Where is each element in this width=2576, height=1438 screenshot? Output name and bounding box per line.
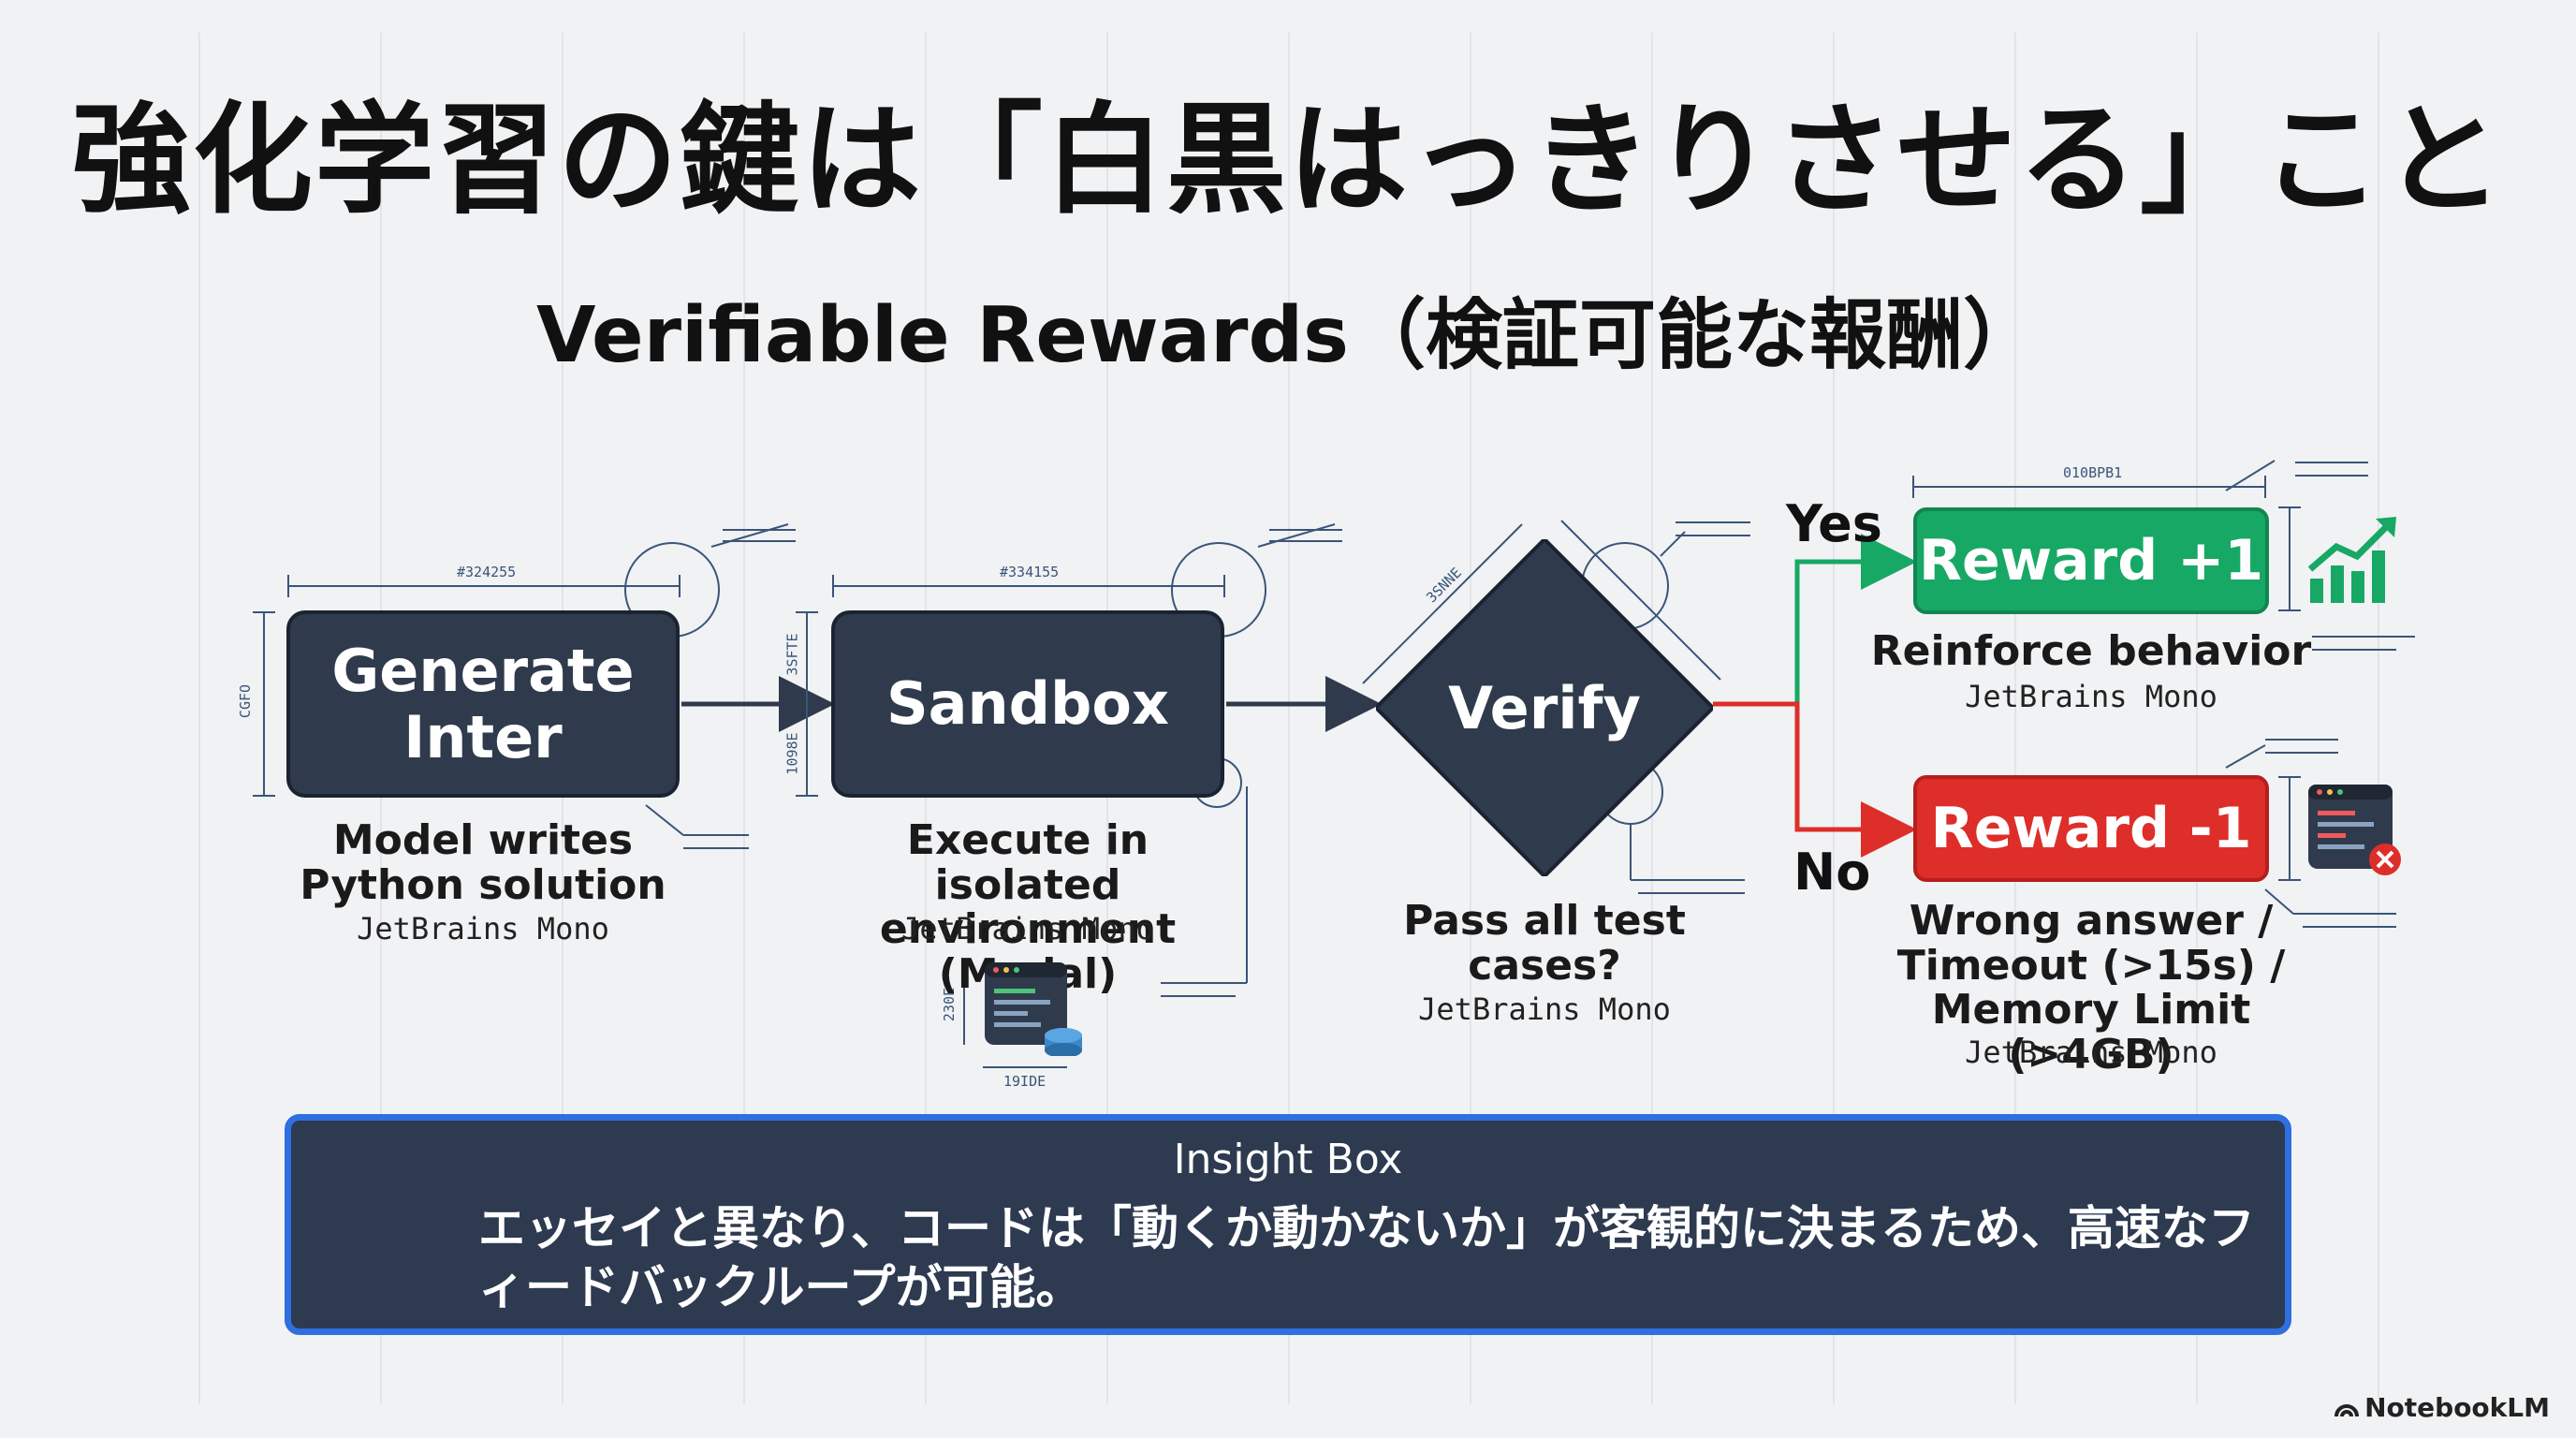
notebooklm-logo-icon bbox=[2334, 1404, 2360, 1417]
verify-node-label: Verify bbox=[1448, 673, 1641, 742]
reward-positive-font-note: JetBrains Mono bbox=[1965, 679, 2217, 714]
arrow-no-branch bbox=[1713, 701, 1917, 858]
no-label: No bbox=[1793, 843, 1871, 902]
sandbox-node-label: Sandbox bbox=[886, 669, 1169, 739]
insight-title: Insight Box bbox=[1173, 1136, 1403, 1183]
insight-box: Insight Box エッセイと異なり、コードは「動くか動かないか」が客観的に… bbox=[285, 1114, 2291, 1335]
reward-negative-font-note: JetBrains Mono bbox=[1965, 1034, 2217, 1070]
dimension-label: CGFO bbox=[237, 683, 255, 719]
reward-positive-caption: Reinforce behavior bbox=[1870, 627, 2312, 675]
brand-watermark: NotebookLM bbox=[2334, 1392, 2550, 1423]
dimension-label: #334155 bbox=[1000, 564, 1060, 580]
generate-node-label: Generate Inter bbox=[331, 636, 635, 771]
terminal-error-icon bbox=[2308, 785, 2401, 875]
sandbox-font-note: JetBrains Mono bbox=[901, 911, 1154, 946]
grid-line bbox=[2378, 33, 2379, 1404]
insight-body: エッセイと異なり、コードは「動くか動かないか」が客観的に決まるため、高速なフィー… bbox=[478, 1201, 2255, 1314]
reward-negative-label: Reward -1 bbox=[1930, 796, 2252, 861]
generate-caption: Model writes Python solution bbox=[300, 816, 666, 909]
dimension-label: #324255 bbox=[457, 564, 517, 580]
grid-line bbox=[1833, 33, 1835, 1404]
grid-line bbox=[2014, 33, 2016, 1404]
grid-line bbox=[1288, 33, 1290, 1404]
verify-diamond-shape bbox=[1376, 539, 1713, 876]
grid-line bbox=[198, 33, 200, 1404]
dimension-label: 19IDE bbox=[1003, 1073, 1046, 1090]
verify-node: Verify bbox=[1376, 539, 1713, 876]
generate-node: Generate Inter bbox=[286, 610, 680, 798]
grid-line bbox=[2196, 33, 2198, 1404]
reward-negative-box: Reward -1 bbox=[1913, 775, 2269, 882]
sandbox-caption: Execute in isolated environment (Modal) bbox=[879, 816, 1177, 996]
reward-positive-box: Reward +1 bbox=[1913, 507, 2269, 614]
verify-caption: Pass all test cases? bbox=[1403, 897, 1686, 990]
yes-label: Yes bbox=[1786, 494, 1882, 553]
page-subtitle: Verifiable Rewards（検証可能な報酬） bbox=[535, 291, 2040, 380]
verify-font-note: JetBrains Mono bbox=[1418, 991, 1671, 1027]
reward-negative-caption: Wrong answer / Timeout (>15s) / Memory L… bbox=[1896, 897, 2286, 1078]
dimension-label: 3SFTE bbox=[783, 633, 801, 676]
grid-line bbox=[743, 33, 745, 1404]
terminal-database-icon bbox=[985, 962, 1082, 1056]
brand-name: NotebookLM bbox=[2364, 1392, 2550, 1423]
dimension-label: 010BPB1 bbox=[2063, 464, 2123, 481]
generate-font-note: JetBrains Mono bbox=[357, 911, 609, 946]
page-title: 強化学習の鍵は「白黒はっきりさせる」こと bbox=[70, 91, 2505, 230]
sandbox-node: Sandbox bbox=[831, 610, 1224, 798]
dimension-label: 1098E bbox=[783, 732, 801, 775]
bar-chart-up-icon bbox=[2307, 517, 2396, 603]
reward-positive-label: Reward +1 bbox=[1918, 528, 2264, 594]
